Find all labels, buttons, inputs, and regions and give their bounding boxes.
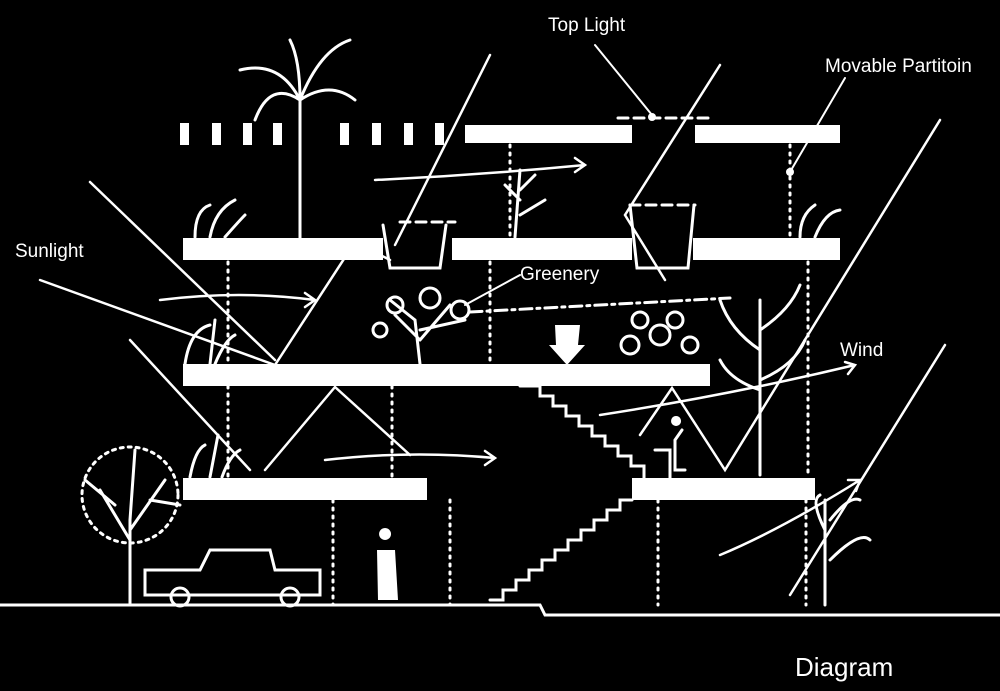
third-floor-slab [452, 238, 632, 260]
second-floor-slab [183, 364, 710, 386]
third-floor-slab [693, 238, 840, 260]
person [377, 528, 398, 600]
wind-arrows [158, 156, 862, 557]
palm-tree [238, 38, 357, 242]
sunlight-rays [38, 53, 947, 597]
label-greenery: Greenery [520, 264, 600, 285]
ground-line [0, 603, 1000, 617]
label-movable-partition: Movable Partitoin [825, 56, 972, 77]
tree [80, 445, 182, 607]
label-top-light: Top Light [548, 15, 626, 36]
roof-slab [695, 125, 840, 143]
greenery-bush [371, 286, 471, 366]
diagram-title: Diagram [795, 652, 894, 682]
staircase [488, 384, 646, 602]
label-sunlight: Sunlight [15, 241, 84, 262]
label-wind: Wind [840, 340, 884, 361]
third-floor-slab [183, 238, 383, 260]
first-floor-slab [632, 478, 815, 500]
car [143, 548, 322, 597]
roof-slab [465, 125, 632, 143]
flowers [619, 310, 700, 356]
floor-slabs [180, 123, 840, 500]
first-floor-slab [183, 478, 427, 500]
